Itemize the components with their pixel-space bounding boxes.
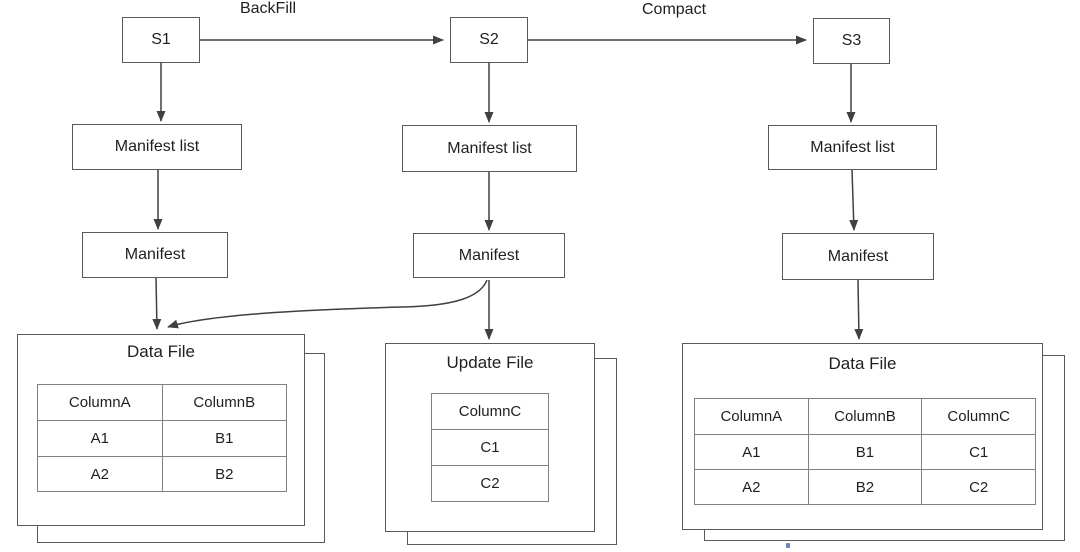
- update-file-table: ColumnC C1 C2: [431, 393, 549, 502]
- data-file-card-1-title: Data File: [126, 342, 196, 361]
- table3-header-columnc: ColumnC: [921, 398, 1036, 435]
- table1-cell: A1: [37, 420, 163, 457]
- node-s3: S3: [813, 18, 890, 64]
- table1-header-columna: ColumnA: [37, 384, 163, 421]
- table3-cell: A1: [694, 434, 809, 470]
- data-file-card-2: Data File ColumnA ColumnB ColumnC A1 B1 …: [682, 343, 1043, 530]
- table2-cell: C1: [431, 429, 549, 466]
- node-manifest-list-1: Manifest list: [72, 124, 242, 170]
- node-manifest-list-2: Manifest list: [402, 125, 577, 172]
- table3-cell: C1: [921, 434, 1036, 470]
- table3-cell: C2: [921, 469, 1036, 505]
- edge-manifest2-datafile1-curve: [167, 279, 488, 329]
- table3-header-columna: ColumnA: [694, 398, 809, 435]
- data-file-card-1: Data File ColumnA ColumnB A1 B1 A2 B2: [17, 334, 305, 526]
- table1-header-columnb: ColumnB: [161, 384, 287, 421]
- node-manifest-list-3: Manifest list: [768, 125, 937, 170]
- table3-cell: B1: [807, 434, 923, 470]
- node-manifest-1: Manifest: [82, 232, 228, 278]
- text-cursor-artifact: [786, 543, 790, 548]
- update-file-card: Update File ColumnC C1 C2: [385, 343, 595, 532]
- table1-cell: B1: [161, 420, 287, 457]
- table2-header-columnc: ColumnC: [431, 393, 549, 430]
- data-file-table-2: ColumnA ColumnB ColumnC A1 B1 C1 A2 B2 C…: [694, 398, 1036, 505]
- node-s1: S1: [122, 17, 200, 63]
- data-file-table-1: ColumnA ColumnB A1 B1 A2 B2: [37, 384, 287, 492]
- table2-cell: C2: [431, 465, 549, 502]
- edge-manifest1-datafile1: [152, 277, 162, 330]
- node-manifest-2: Manifest: [413, 233, 565, 278]
- edge-manifestlist3-manifest3: [849, 169, 859, 231]
- data-file-card-2-title: Data File: [828, 354, 897, 373]
- table3-cell: B2: [807, 469, 923, 505]
- update-file-card-title: Update File: [446, 353, 534, 372]
- table1-cell: A2: [37, 456, 163, 492]
- table1-cell: B2: [161, 456, 287, 492]
- table3-cell: A2: [694, 469, 809, 505]
- table3-header-columnb: ColumnB: [807, 398, 923, 435]
- edge-manifest3-datafile2: [854, 279, 864, 340]
- edge-label-compact: Compact: [641, 1, 707, 18]
- node-s2: S2: [450, 17, 528, 63]
- node-manifest-3: Manifest: [782, 233, 934, 280]
- edge-label-backfill: BackFill: [239, 0, 296, 17]
